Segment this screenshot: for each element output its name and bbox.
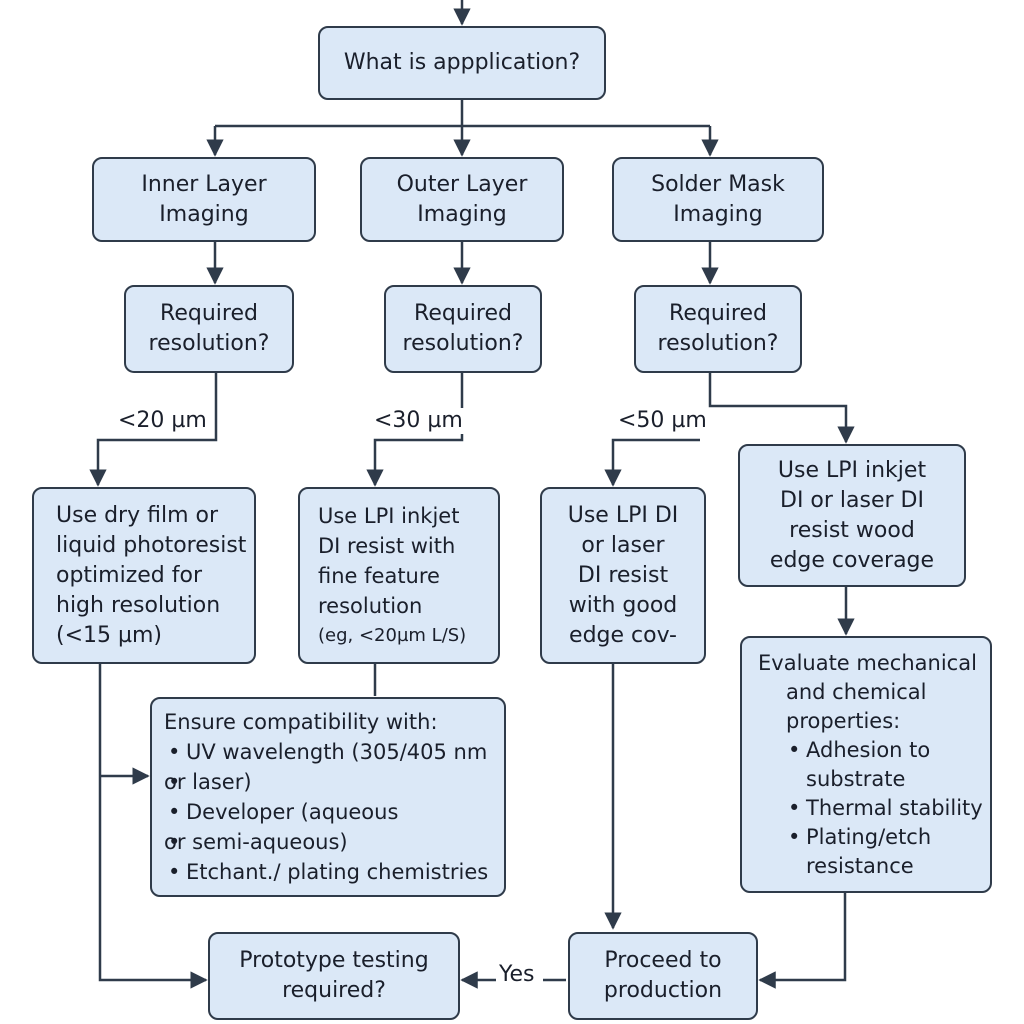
list-item-line: UV wavelength (305/405 nm [186,740,488,764]
node-text-line: edge coverage [769,547,935,573]
node-text-line: Use LPI inkjet [318,503,460,528]
node-text-line: with good [568,592,678,618]
node-text-line: required? [282,978,386,1003]
node-outer-layer: Outer Layer Imaging [360,157,564,242]
edge-res-solder-wood [708,373,855,444]
node-solder-mask: Solder Mask Imaging [612,157,824,242]
list-item: Thermal stability [784,794,983,823]
node-evaluate-heading: and chemical [786,679,927,704]
node-text-line: resolution [318,593,423,618]
node-evaluate-heading: properties: [786,708,901,733]
node-prototype: Prototype testing required? [208,932,460,1020]
list-item-line: Plating/etch [806,824,932,849]
node-text-line: resolution? [402,331,524,356]
node-evaluate-list: Adhesion to substrate Thermal stability … [758,736,983,881]
node-text-line: Solder Mask [651,171,785,197]
node-proceed: Proceed to production [568,932,758,1020]
node-text-line: Use LPI inkjet [777,457,927,483]
node-text-line: Required [160,301,258,326]
node-text-line: optimized for [56,562,202,588]
node-text-line: Required [669,301,767,326]
list-item: Etchant./ plating chemistries [164,857,494,887]
node-text-line: (eg, <20µm L/S) [318,624,467,646]
node-text-line: DI resist [577,562,669,588]
node-text-line: Outer Layer [396,171,528,197]
node-compat: Ensure compatibility with: UV wavelength… [150,697,506,897]
list-item: Adhesion to substrate [784,736,980,794]
node-lpi-wood: Use LPI inkjet DI or laser DI resist woo… [738,444,966,587]
edge-res-inner-dryfilm [89,373,218,487]
node-text-line: liquid photoresist [56,532,247,558]
node-text-line: edge cov- [569,622,677,648]
list-item-line: Thermal stability [806,795,983,820]
edge-res-outer-lpi [366,373,464,487]
edge-lt50-lpiedge [604,438,700,487]
node-start-line: What is appplication? [343,50,581,75]
node-text-line: Use dry film or [56,502,219,528]
node-evaluate-heading: Evaluate mechanical [758,650,977,675]
node-text-line: DI resist with [318,533,456,558]
node-text-line: resolution? [148,331,270,356]
edge-evaluate-proceed [758,893,847,989]
node-text-line: Use LPI DI [567,502,679,528]
node-text-line: Proceed to [604,948,722,973]
node-compat-list: UV wavelength (305/405 nm or laser) Deve… [164,737,494,887]
list-item-line: Etchant./ plating chemistries [186,860,489,884]
node-text-line: Inner Layer [141,171,267,197]
node-text-line: fine feature [318,563,440,588]
node-text-line: resolution? [657,331,779,356]
list-item-line: Developer (aqueous [186,800,399,824]
edge-start-bus [215,100,710,128]
node-text-line: production [603,978,723,1003]
node-text-line: resist wood [789,517,915,543]
node-text-line: DI or laser DI [780,487,924,513]
node-text-line: Required [414,301,512,326]
node-res-solder: Required resolution? [634,285,802,373]
node-text-line: Imaging [417,201,507,227]
edge-label-yes: Yes [497,962,537,988]
list-item-line: resistance [806,853,914,878]
node-start: What is appplication? [318,26,606,100]
node-inner-layer: Inner Layer Imaging [92,157,316,242]
node-text-line: Imaging [673,201,763,227]
node-text-line: or laser [581,532,665,558]
node-dry-film: Use dry film or liquid photoresist optim… [32,487,256,664]
list-item-line: or laser) [164,770,252,794]
list-item-line: substrate [806,766,906,791]
edge-label-lt30: <30 µm [372,408,465,434]
list-item: Plating/etch resistance [784,823,980,881]
node-text-line: Imaging [159,201,249,227]
node-compat-heading: Ensure compatibility with: [164,710,438,734]
node-text-line: Prototype testing [239,948,429,973]
edge-label-lt20: <20 µm [116,408,209,434]
list-item: or semi-aqueous) [164,827,494,857]
edge-dryfilm-prototype [98,664,208,989]
list-item: Developer (aqueous [164,797,494,827]
list-item-line: Adhesion to [806,737,931,762]
node-lpi-fine: Use LPI inkjet DI resist with fine featu… [298,487,500,664]
edge-label-lt50: <50 µm [616,408,709,434]
list-item-line: or semi-aqueous) [164,830,348,854]
node-text-line: (<15 µm) [56,622,163,648]
node-text-line: high resolution [56,592,221,618]
node-lpi-edge: Use LPI DI or laser DI resist with good … [540,487,706,664]
list-item: or laser) [164,767,494,797]
node-res-outer: Required resolution? [384,285,542,373]
node-res-inner: Required resolution? [124,285,294,373]
node-evaluate: Evaluate mechanical and chemical propert… [740,636,992,893]
list-item: UV wavelength (305/405 nm [164,737,494,767]
